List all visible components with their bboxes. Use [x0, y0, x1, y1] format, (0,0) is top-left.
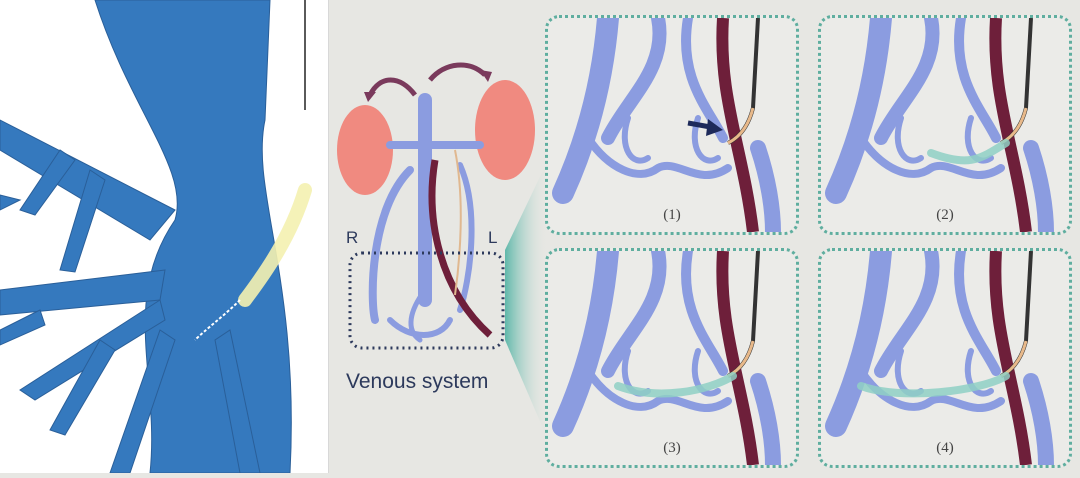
- right-label: R: [346, 228, 359, 247]
- left-label: L: [488, 228, 498, 247]
- catheter-vessel-illustration: [0, 0, 329, 474]
- step-panel-2: (2): [818, 15, 1072, 235]
- left-kidney: [475, 80, 535, 180]
- step-panel-3: (3): [545, 248, 799, 468]
- step-caption: (3): [663, 440, 681, 456]
- glue-cast: [927, 139, 1010, 165]
- venous-system-title: Venous system: [346, 370, 489, 393]
- region-highlight-box: [348, 251, 505, 350]
- step-caption: (1): [663, 207, 681, 223]
- right-kidney: [337, 105, 393, 195]
- step-panel-4: (4): [818, 248, 1072, 468]
- step-caption: (4): [936, 440, 954, 456]
- arrow-icon: [687, 119, 723, 136]
- glue-cast: [614, 372, 737, 398]
- glue-cast: [857, 372, 1010, 398]
- venous-system-overview: [330, 0, 545, 473]
- step-panel-1: (1): [545, 15, 799, 235]
- step-caption: (2): [936, 207, 954, 223]
